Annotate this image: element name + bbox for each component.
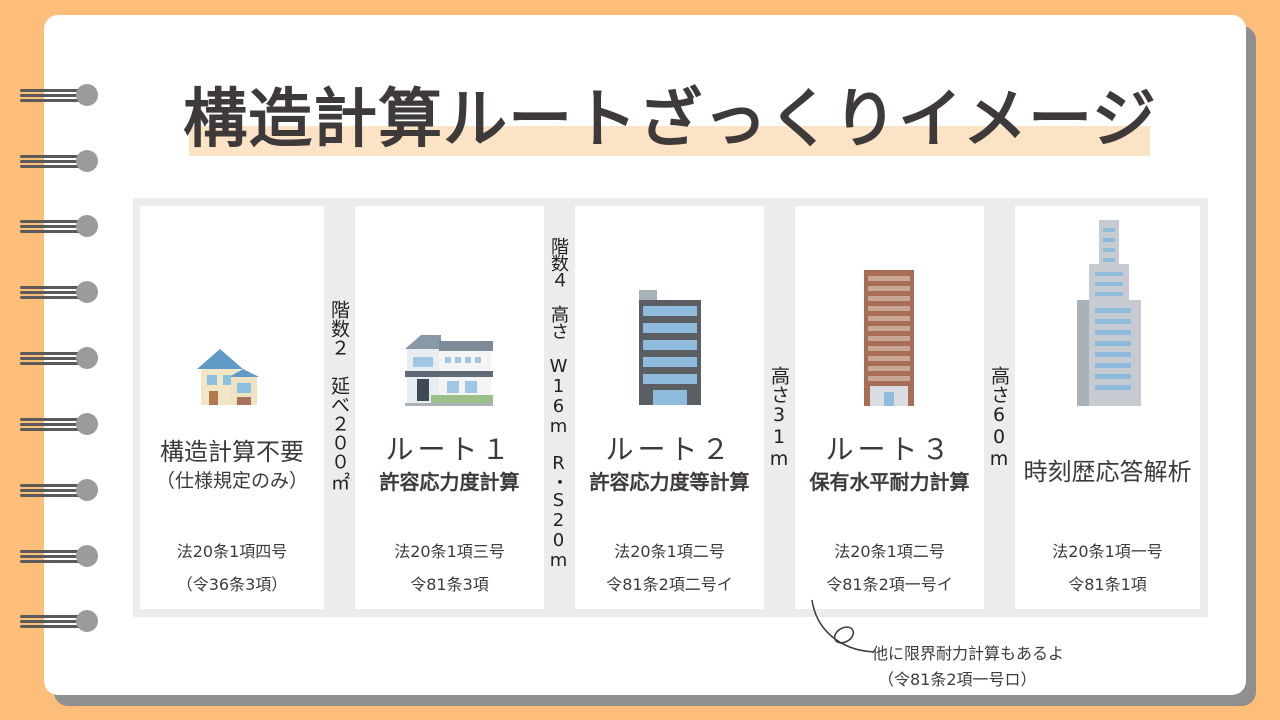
spiral-ring — [20, 477, 98, 503]
route-subtitle: （仕様規定のみ） — [155, 470, 308, 492]
threshold-label-1: 階数２ 延べ２００㎡ — [328, 300, 350, 490]
law-reference: 法20条1項一号 — [1052, 542, 1163, 561]
law-reference-detail: 令81条2項一号イ — [826, 575, 953, 594]
spiral-ring — [20, 411, 98, 437]
route-subtitle: 許容応力度計算 — [379, 470, 520, 494]
spiral-ring — [20, 608, 98, 634]
route-column-2: ルート２ 許容応力度等計算 法20条1項二号 令81条2項二号イ — [575, 206, 764, 609]
law-reference-detail: （令36条3項） — [176, 575, 288, 594]
spiral-ring — [20, 345, 98, 371]
spiral-ring — [20, 82, 98, 108]
route-name: 構造計算不要 — [160, 438, 304, 466]
law-reference-detail: 令81条1項 — [1068, 575, 1147, 594]
route-name: ルート１ — [385, 433, 514, 466]
route-column-none: 構造計算不要 （仕様規定のみ） 法20条1項四号 （令36条3項） — [140, 206, 324, 609]
note-reference: （令81条2項一号ロ） — [878, 670, 1037, 689]
law-reference-detail: 令81条3項 — [410, 575, 489, 594]
route-name: ルート３ — [825, 433, 954, 466]
law-reference-detail: 令81条2項二号イ — [606, 575, 733, 594]
law-reference: 法20条1項三号 — [394, 542, 505, 561]
high-rise-building-icon — [864, 270, 914, 406]
spiral-ring — [20, 279, 98, 305]
threshold-label-4: 高さ60m — [988, 366, 1010, 470]
law-reference: 法20条1項四号 — [176, 542, 288, 561]
route-name: 時刻歴応答解析 — [1023, 458, 1192, 486]
law-reference: 法20条1項二号 — [834, 542, 945, 561]
skyscraper-icon — [1077, 220, 1141, 406]
threshold-label-3: 高さ31m — [768, 366, 790, 470]
spiral-ring — [20, 543, 98, 569]
route-name: ルート２ — [605, 433, 734, 466]
route-column-1: ルート１ 許容応力度計算 法20条1項三号 令81条3項 — [355, 206, 544, 609]
two-story-house-icon — [405, 335, 493, 406]
page-title: 構造計算ルートざっくりイメージ — [183, 83, 1157, 157]
house-icon — [197, 349, 259, 405]
route-subtitle: 許容応力度等計算 — [589, 470, 750, 494]
route-column-time-history: 時刻歴応答解析 法20条1項一号 令81条1項 — [1015, 206, 1200, 609]
spiral-ring — [20, 148, 98, 174]
callout-leader-line — [811, 599, 875, 653]
threshold-label-2: 階数４ 高さ W16m R・S20m — [548, 237, 569, 570]
route-column-3: ルート３ 保有水平耐力計算 法20条1項二号 令81条2項一号イ — [795, 206, 984, 609]
mid-rise-building-icon — [639, 290, 701, 405]
route-subtitle: 保有水平耐力計算 — [809, 470, 970, 494]
law-reference: 法20条1項二号 — [614, 542, 725, 561]
spiral-ring — [20, 213, 98, 239]
note-text: 他に限界耐力計算もあるよ — [872, 644, 1065, 663]
title-highlight — [189, 126, 1150, 156]
